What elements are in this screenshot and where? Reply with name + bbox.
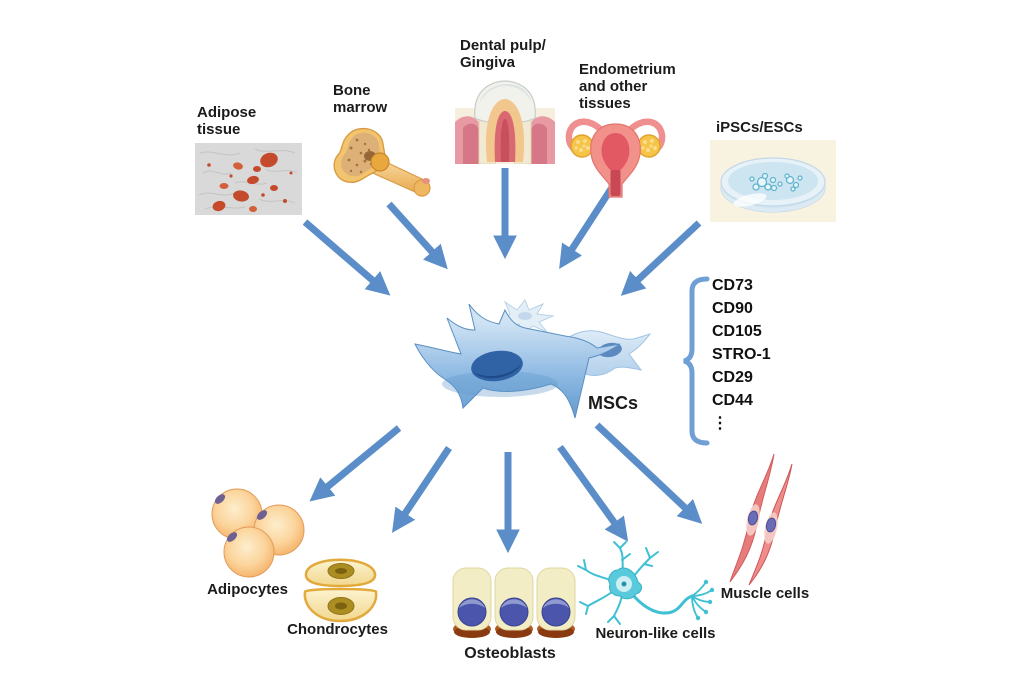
- bone-marrow-label: Bone marrow: [333, 82, 388, 116]
- arrow-ipscs-to-mscs: [620, 220, 702, 296]
- ipscs-escs-image: [710, 140, 836, 222]
- arrow-bone-marrow-to-mscs: [386, 201, 448, 270]
- marker-cd105: CD105: [712, 323, 762, 340]
- surface-markers-list: CD73 CD90 CD105 STRO-1 CD29 CD44 ⋮: [712, 274, 771, 435]
- adipose-tissue-image: [195, 143, 302, 215]
- arrow-mscs-to-chondrocytes: [392, 446, 452, 533]
- marker-cd29: CD29: [712, 369, 753, 386]
- arrow-mscs-to-muscle: [594, 422, 703, 524]
- chondrocytes-label: Chondrocytes: [287, 621, 388, 638]
- markers-bracket: [683, 276, 710, 446]
- chondrocytes-image: [303, 558, 378, 623]
- adipocytes-image: [211, 488, 305, 578]
- uterine-cavity: [601, 133, 630, 176]
- muscle-cells-label: Muscle cells: [720, 585, 810, 602]
- arrow-adipose-to-mscs: [302, 219, 391, 296]
- cell-colonies: [749, 172, 803, 192]
- arrow-mscs-to-adipocytes: [309, 425, 402, 502]
- osteoblasts-image: [452, 567, 576, 638]
- ovary-left: [570, 134, 594, 158]
- endometrium-image: [565, 118, 666, 198]
- endometrium-label: Endometrium and other tissues: [579, 61, 676, 112]
- bone-marrow-image: [333, 127, 431, 197]
- marker-cd44: CD44: [712, 392, 753, 409]
- adipocyte-cells: [211, 488, 305, 578]
- adipocytes-label: Adipocytes: [207, 581, 288, 598]
- marker-cd73: CD73: [712, 277, 753, 294]
- osteoblast-cells: [452, 567, 576, 631]
- neuron-image: [577, 541, 715, 625]
- msc-cell-image: [414, 299, 652, 419]
- ovary-right: [637, 134, 661, 158]
- marker-ellipsis: ⋮: [712, 415, 728, 432]
- neuron-axon: [630, 592, 694, 615]
- dental-pulp-image: [455, 80, 555, 164]
- ipscs-escs-label: iPSCs/ESCs: [716, 119, 803, 136]
- marker-cd90: CD90: [712, 300, 753, 317]
- muscle-cells-image: [729, 453, 793, 586]
- neuron-like-cells-label: Neuron-like cells: [595, 625, 716, 642]
- adipose-tissue-label: Adipose tissue: [197, 104, 257, 138]
- arrow-endometrium-to-mscs: [559, 187, 614, 269]
- osteoblasts-label: Osteoblasts: [464, 645, 556, 662]
- dental-pulp-label: Dental pulp/ Gingiva: [460, 37, 546, 71]
- axon-terminals: [691, 581, 713, 619]
- marker-stro1: STRO-1: [712, 346, 771, 363]
- arrow-mscs-to-neurons: [557, 444, 629, 542]
- mscs-label: MSCs: [588, 393, 639, 413]
